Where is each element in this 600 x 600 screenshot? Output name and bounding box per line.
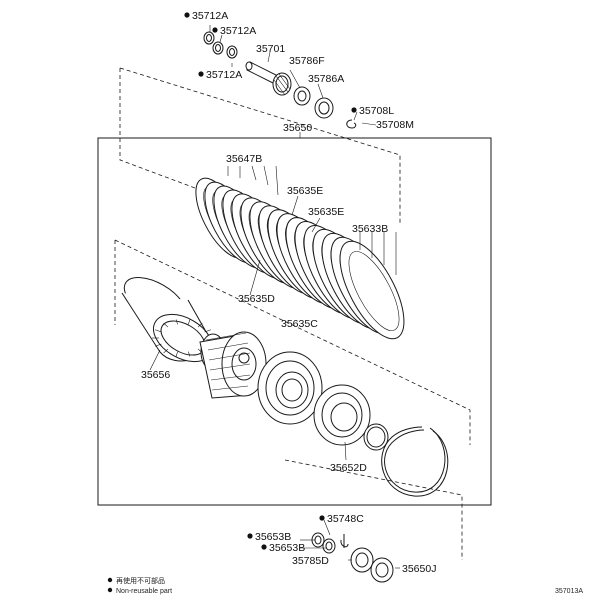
label-35712A-3: 35712A	[206, 69, 242, 81]
legend: 再使用不可部品 Non-reusable part	[107, 576, 172, 595]
label-35647B: 35647B	[226, 153, 262, 165]
input-shaft-35701	[245, 61, 292, 96]
label-35708M: 35708M	[376, 119, 414, 131]
label-35650J: 35650J	[402, 563, 436, 575]
leader-lines	[149, 25, 400, 569]
clutch-disc-pack	[195, 177, 405, 340]
drum-tooth	[175, 351, 178, 357]
clutch-disc	[339, 240, 405, 340]
label-35653B-2: 35653B	[269, 542, 305, 554]
part-labels: 35712A 35712A 35712A 35701 35786F 35786A…	[141, 10, 436, 575]
clutch-hub	[199, 331, 267, 399]
drum-tooth	[163, 322, 169, 328]
label-35653B-1: 35653B	[255, 531, 291, 543]
label-35635C: 35635C	[281, 318, 318, 330]
drum-tooth	[154, 329, 162, 333]
label-35786F: 35786F	[289, 55, 325, 67]
large-snap-ring	[381, 426, 449, 497]
snap-ring-35748C	[340, 534, 349, 548]
label-35635D: 35635D	[238, 293, 275, 305]
snap-ring-35712A-3	[226, 45, 238, 59]
label-35650: 35650	[283, 122, 312, 134]
snap-ring-small	[363, 423, 389, 451]
label-35652D: 35652D	[330, 462, 367, 474]
drum-tooth	[175, 319, 178, 325]
label-35635E-1: 35635E	[287, 185, 323, 197]
legend-line-1: 再使用不可部品	[116, 576, 165, 585]
thrust-bearing-35785D	[350, 547, 374, 573]
spring-retainer-35652D	[313, 384, 371, 446]
seal-ring-35653B	[311, 532, 336, 554]
thrust-bearing-35786A	[314, 97, 334, 119]
thrust-washer-35650J	[370, 557, 394, 583]
clutch-piston	[257, 351, 323, 425]
clutch-disc-inner	[348, 251, 400, 331]
clutch-drum-35656	[121, 277, 214, 363]
label-35701: 35701	[256, 43, 285, 55]
drum-tooth	[197, 322, 203, 328]
drum-tooth	[163, 348, 169, 354]
label-35712A-2: 35712A	[220, 25, 256, 37]
diagram-code: 357013A	[555, 588, 583, 595]
label-35635E-2: 35635E	[308, 206, 344, 218]
drum-tooth	[188, 351, 191, 357]
label-35708L: 35708L	[359, 105, 394, 117]
drum-tooth	[154, 343, 162, 347]
thrust-washer-35786F	[293, 86, 311, 106]
label-35633B: 35633B	[352, 223, 388, 235]
label-35786A: 35786A	[308, 73, 344, 85]
label-35748C: 35748C	[327, 513, 364, 525]
assembly-frame	[97, 137, 492, 506]
drum-tooth	[188, 319, 191, 325]
alignment-lines	[114, 67, 471, 560]
clip-35708L	[346, 119, 357, 129]
label-35785D: 35785D	[292, 555, 329, 567]
snap-ring-35712A-1	[203, 31, 215, 45]
label-35656: 35656	[141, 369, 170, 381]
legend-line-2: Non-reusable part	[116, 588, 172, 595]
drum-tooth	[204, 329, 212, 333]
label-35712A-1: 35712A	[192, 10, 228, 22]
snap-ring-35712A-2	[212, 41, 224, 55]
